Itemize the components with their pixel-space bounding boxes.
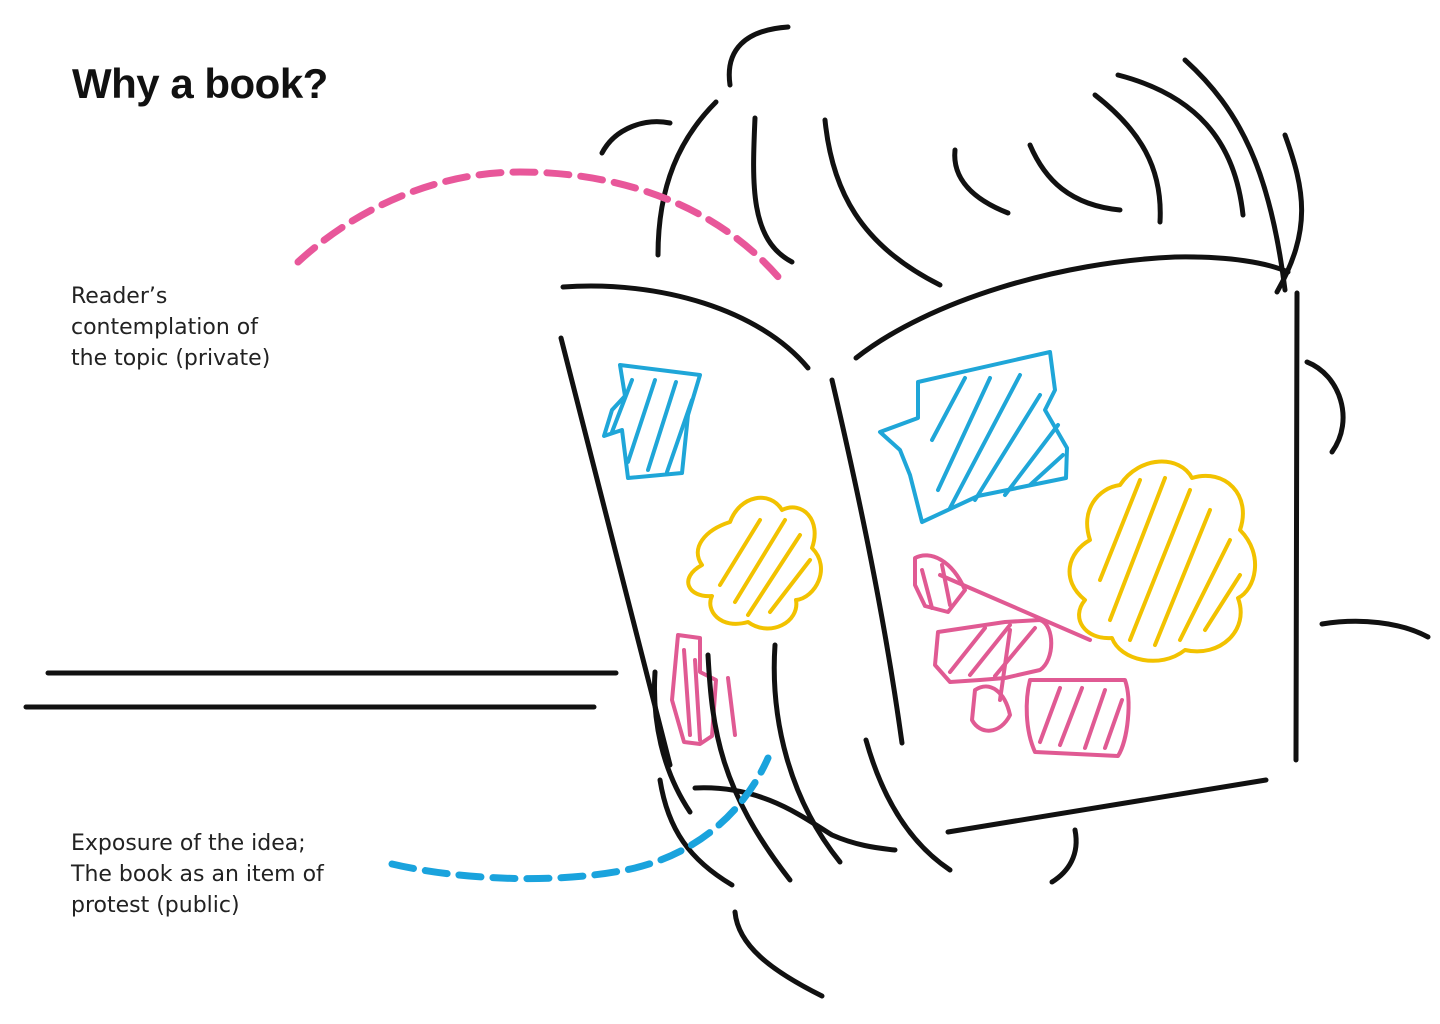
yellow-doodles [686, 459, 1257, 663]
table-lines [23, 670, 619, 710]
blue-doodles [602, 350, 1069, 524]
private-annotation-line: contemplation of [71, 315, 258, 340]
public-annotation: Exposure of the idea; The book as an ite… [71, 828, 324, 921]
private-annotation-line: Reader’s [71, 284, 168, 309]
public-annotation-line: protest (public) [71, 893, 240, 918]
hair-strands [599, 24, 1305, 295]
ear-shape [1304, 359, 1346, 455]
hand-fingers [652, 642, 1079, 888]
public-annotation-line: The book as an item of [71, 862, 324, 887]
pink-doodles [670, 553, 1131, 758]
page-title: Why a book? [72, 60, 328, 107]
public-annotation-line: Exposure of the idea; [71, 831, 306, 856]
public-callout-connector [388, 754, 772, 883]
chin-line [732, 909, 825, 999]
private-callout-connector [294, 168, 789, 289]
private-annotation-line: the topic (private) [71, 346, 271, 371]
shoulder-line [1319, 618, 1431, 640]
private-annotation: Reader’s contemplation of the topic (pri… [71, 281, 270, 374]
book-outline [558, 254, 1300, 835]
